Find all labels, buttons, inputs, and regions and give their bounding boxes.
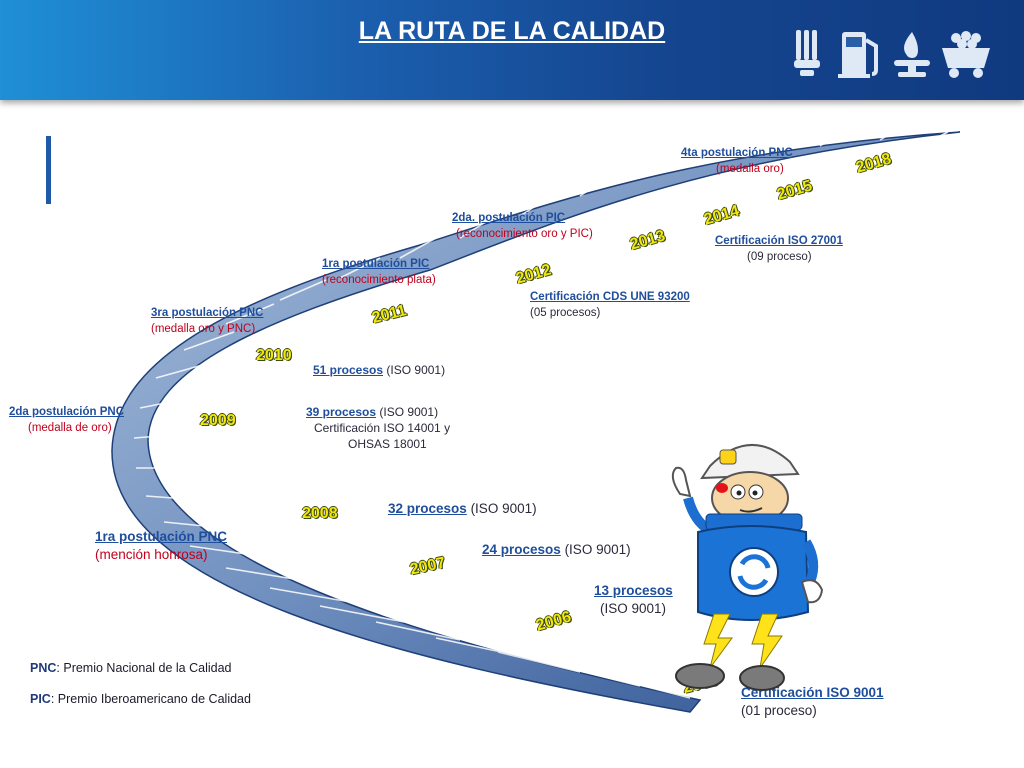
milestone-13-procesos: 13 procesos (ISO 9001): [594, 583, 673, 616]
milestone-pic1: 1ra postulación PIC (reconocimiento plat…: [322, 258, 436, 286]
stair-steps: [133, 131, 949, 699]
bulb-icon: [794, 30, 820, 76]
fuel-pump-icon: [838, 32, 878, 78]
staircase-body: [111, 131, 961, 713]
milestone-pnc1: 1ra postulación PNC (mención honrosa): [95, 529, 228, 562]
legend-pic: PIC: Premio Iberoamericano de Calidad: [30, 692, 251, 706]
milestone-iso27001: Certificación ISO 27001 (09 proceso): [715, 235, 843, 263]
gas-flame-icon: [894, 32, 930, 77]
header-icons: [794, 30, 990, 78]
milestone-39-procesos: 39 procesos (ISO 9001) Certificación ISO…: [306, 405, 451, 451]
milestone-pnc2: 2da postulación PNC (medalla de oro): [9, 406, 125, 434]
milestone-24-procesos: 24 procesos (ISO 9001): [482, 542, 631, 557]
page-title: LA RUTA DE LA CALIDAD: [358, 17, 666, 45]
mascot-gas-cylinder: [671, 443, 824, 691]
milestone-pnc3: 3ra postulación PNC (medalla oro y PNC): [151, 307, 264, 335]
mine-cart-icon: [942, 31, 990, 78]
staircase-graphic: [111, 131, 961, 713]
accent-bar: [46, 136, 51, 204]
year-2009: 2009: [200, 412, 236, 429]
year-2008: 2008: [302, 505, 338, 522]
milestone-pnc4: 4ta postulación PNC (medalla oro): [681, 147, 793, 175]
milestone-32-procesos: 32 procesos (ISO 9001): [388, 501, 537, 516]
milestone-cds: Certificación CDS UNE 93200 (05 procesos…: [530, 291, 690, 319]
year-2010: 2010: [256, 347, 292, 364]
legend-pnc: PNC: Premio Nacional de la Calidad: [30, 661, 232, 675]
milestone-51-procesos: 51 procesos (ISO 9001): [313, 363, 446, 377]
header-banner: LA RUTA DE LA CALIDAD: [0, 0, 1024, 100]
milestone-pic2: 2da. postulación PIC (reconocimiento oro…: [452, 212, 593, 240]
milestone-iso9001: Certificación ISO 9001 (01 proceso): [741, 685, 884, 718]
